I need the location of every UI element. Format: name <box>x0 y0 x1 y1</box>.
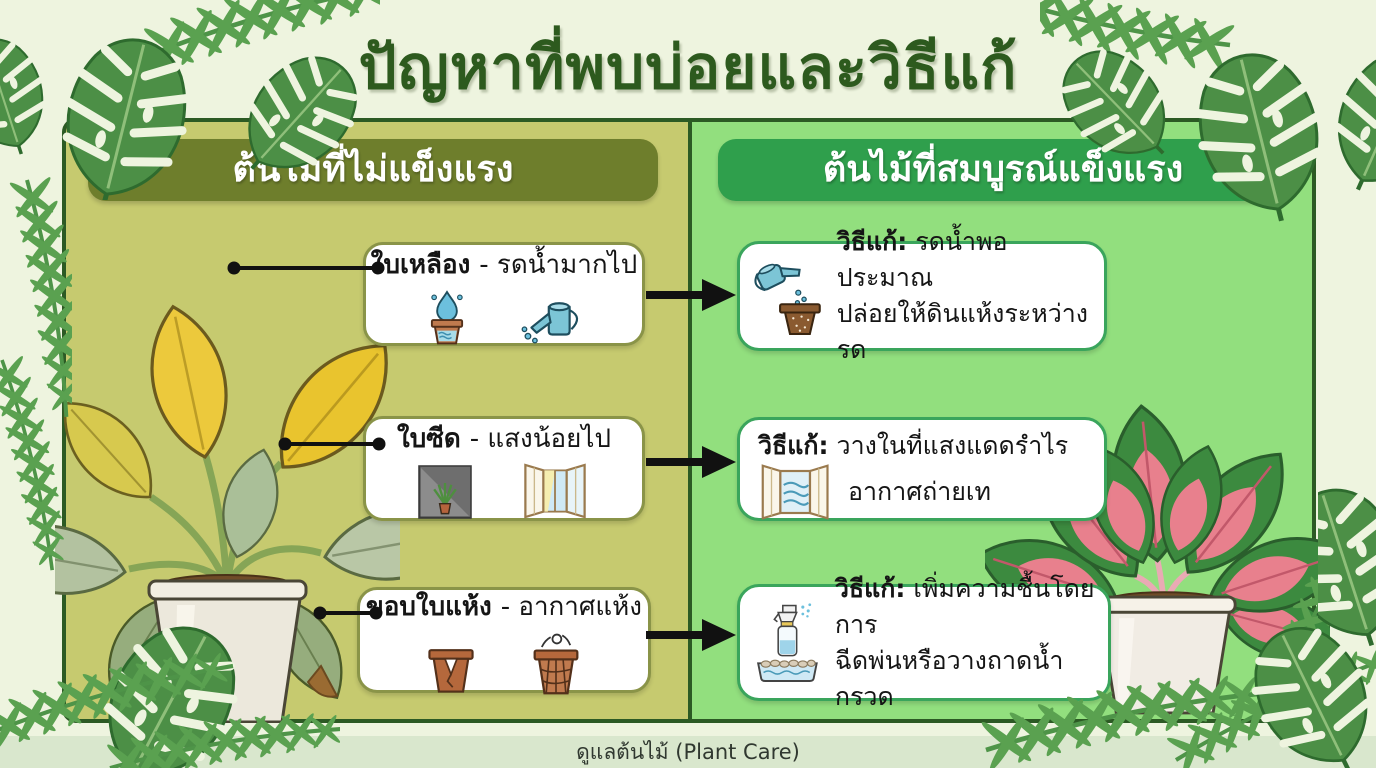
solution-text: วิธีแก้:รดน้ำพอประมาณ ปล่อยให้ดินแห้งระห… <box>837 224 1092 368</box>
arrow-problem1-to-solution1 <box>646 279 736 311</box>
solution-line1: รดน้ำพอประมาณ <box>836 227 1008 292</box>
problem-cause: - รดน้ำมากไป <box>479 249 638 280</box>
solution-line1: วางในที่แสงแดดรำไร <box>836 431 1069 460</box>
solution-line2: ฉีดพ่นหรือวางถาดน้ำกรวด <box>834 645 1064 711</box>
water-drop-pot-icon <box>430 289 464 344</box>
window-breeze-icon <box>761 464 829 520</box>
problem-box-dry-edges: ขอบใบแห้ง - อากาศแห้ง <box>357 586 651 694</box>
cracked-pot-icon <box>428 648 474 693</box>
open-window-icon <box>524 463 586 519</box>
dry-soil-pot-icon <box>533 633 579 694</box>
callout-line-dry-edges <box>313 606 383 620</box>
problem-text: ใบเหลือง - รดน้ำมากไป <box>371 244 637 285</box>
footer-caption: ดูแลต้นไม้ (Plant Care) <box>0 736 1376 768</box>
watering-can-icon <box>521 301 579 343</box>
problem-name: ใบเหลือง <box>370 249 471 280</box>
solution-box-light: วิธีแก้:วางในที่แสงแดดรำไร อากาศถ่ายเท <box>737 417 1107 521</box>
solution-prefix: วิธีแก้: <box>836 227 908 256</box>
problem-name: ขอบใบแห้ง <box>366 591 492 622</box>
problem-text: ใบซีด - แสงน้อยไป <box>397 418 611 459</box>
callout-line-pale-leaves <box>278 437 386 451</box>
solution-prefix: วิธีแก้: <box>834 573 906 603</box>
solution-line2: ปล่อยให้ดินแห้งระหว่างรด <box>836 299 1088 364</box>
arrow-problem2-to-solution2 <box>646 446 736 478</box>
solution-line1: เพิ่มความชื้นโดยการ <box>834 573 1095 639</box>
problem-cause: - แสงน้อยไป <box>469 424 611 454</box>
problem-box-yellow-leaves: ใบเหลือง - รดน้ำมากไป <box>363 242 645 346</box>
solution-prefix: วิธีแก้: <box>758 431 829 460</box>
solution-box-watering: วิธีแก้:รดน้ำพอประมาณ ปล่อยให้ดินแห้งระห… <box>737 227 1107 364</box>
solution-line2: อากาศถ่ายเท <box>848 477 991 506</box>
page-title: ปัญหาที่พบบ่อยและวิธีแก้ <box>358 33 1018 103</box>
plant-in-shade-icon <box>418 465 472 519</box>
spray-bottle-tray-icon <box>756 603 818 682</box>
callout-line-yellow-leaves <box>227 261 385 275</box>
solution-box-humidity: วิธีแก้:เพิ่มความชื้นโดยการ ฉีดพ่นหรือวา… <box>737 574 1111 711</box>
problem-text: ขอบใบแห้ง - อากาศแห้ง <box>366 586 642 627</box>
problem-box-pale-leaves: ใบซีด - แสงน้อยไป <box>363 416 645 521</box>
solution-text: วิธีแก้:เพิ่มความชื้นโดยการ ฉีดพ่นหรือวา… <box>835 571 1096 715</box>
problem-cause: - อากาศแห้ง <box>500 591 642 622</box>
arrow-problem3-to-solution3 <box>646 619 736 651</box>
right-panel-header: ต้นไม้ที่สมบูรณ์แข็งแรง <box>718 139 1288 201</box>
solution-text: วิธีแก้:วางในที่แสงแดดรำไร <box>758 428 1068 464</box>
problem-name: ใบซีด <box>397 424 461 454</box>
left-panel-header: ต้นไม้ที่ไม่แข็งแรง <box>88 139 658 201</box>
watering-can-pot-icon <box>754 263 821 336</box>
unhealthy-plant-illustration <box>55 297 400 723</box>
